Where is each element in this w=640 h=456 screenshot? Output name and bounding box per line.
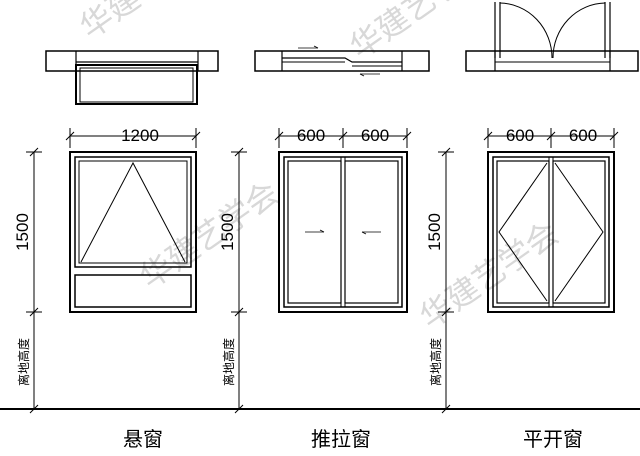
height-label: 1500 [218, 213, 237, 251]
watermark-text-3: 华建艺学会 [133, 174, 286, 297]
width-dimension-600-600-sliding: 600 600 [274, 126, 412, 148]
top-hung-window: 1200 1500 离地高度 悬窗 [13, 50, 219, 451]
width-label: 1200 [121, 126, 159, 145]
sill-height-label: 离地高度 [16, 338, 31, 386]
plan-view-top-hung [45, 50, 219, 105]
sill-height-label: 离地高度 [428, 338, 443, 386]
width-dimension-600-600-casement: 600 600 [483, 126, 619, 148]
plan-view-casement [465, 2, 639, 72]
window-name-top-hung: 悬窗 [123, 428, 163, 451]
width-label-left: 600 [297, 126, 325, 145]
plan-view-sliding [254, 45, 430, 77]
height-label: 1500 [13, 213, 32, 251]
watermark-text-2: 华建艺学会 [343, 0, 496, 67]
height-dimension-1: 1500 离地高度 [13, 147, 42, 414]
width-label-right: 600 [361, 126, 389, 145]
height-dimension-2: 1500 离地高度 [218, 147, 247, 414]
elevation-top-hung [69, 151, 197, 313]
casement-window: 600 600 1500 离地高度 平开窗 [425, 2, 639, 451]
width-label-left: 600 [506, 126, 534, 145]
sliding-window: 600 600 1500 离地高度 推拉窗 [218, 45, 430, 451]
height-label: 1500 [425, 213, 444, 251]
width-label-right: 600 [569, 126, 597, 145]
elevation-sliding [278, 151, 408, 313]
watermark-text-1: 华建艺学会 [73, 0, 226, 47]
window-name-sliding: 推拉窗 [311, 428, 371, 451]
height-dimension-3: 1500 离地高度 [425, 147, 454, 414]
elevation-casement [487, 151, 615, 313]
window-name-casement: 平开窗 [523, 428, 583, 451]
sill-height-label: 离地高度 [221, 338, 236, 386]
width-dimension-1200: 1200 [65, 126, 201, 148]
